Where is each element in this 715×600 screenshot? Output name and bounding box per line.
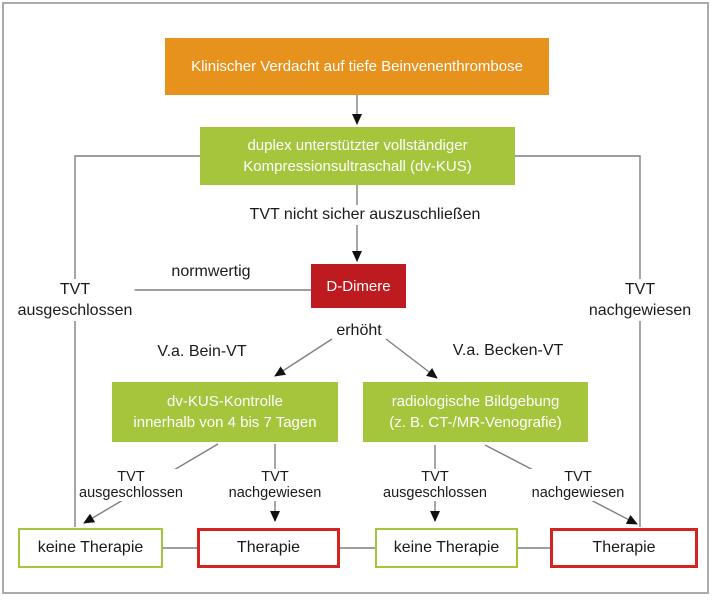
node-kus-control: dv-KUS-Kontrolle innerhalb von 4 bis 7 T… xyxy=(112,382,338,442)
label-outcome-2: TVT nachgewiesen xyxy=(226,469,324,501)
node-no-therapy-1: keine Therapie xyxy=(18,528,163,568)
label-tvt-confirmed-right: TVT nachgewiesen xyxy=(586,279,694,321)
node-duplex-line1: duplex unterstützter vollständiger xyxy=(247,137,468,154)
node-no-therapy-1-label: keine Therapie xyxy=(37,539,144,556)
node-therapy-1: Therapie xyxy=(197,528,340,568)
label-tvt-not-excludable: TVT nicht sicher auszuschließen xyxy=(247,205,483,225)
label-outcome-1-line2: ausgeschlossen xyxy=(79,485,183,501)
node-radiologic-line1: radiologische Bildgebung xyxy=(391,393,560,410)
label-outcome-1-line1: TVT xyxy=(117,469,145,485)
line-right-route xyxy=(515,155,641,527)
node-no-therapy-2-label: keine Therapie xyxy=(393,539,500,556)
node-therapy-1-label: Therapie xyxy=(236,539,301,556)
label-outcome-3: TVT ausgeschlossen xyxy=(381,469,489,501)
label-va-becken-vt: V.a. Becken-VT xyxy=(450,341,566,361)
node-d-dimer: D-Dimere xyxy=(311,264,406,308)
line-left-route xyxy=(74,155,200,527)
label-erhoeht: erhöht xyxy=(334,321,384,341)
node-radiologic-imaging: radiologische Bildgebung (z. B. CT-/MR-V… xyxy=(363,382,588,442)
node-radiologic-line2: (z. B. CT-/MR-Venografie) xyxy=(389,414,562,431)
label-outcome-4: TVT nachgewiesen xyxy=(529,469,627,501)
arrow-erhoeht-to-kus-kontrolle xyxy=(274,338,333,377)
label-outcome-3-line2: ausgeschlossen xyxy=(383,485,487,501)
label-outcome-2-line1: TVT xyxy=(261,469,289,485)
label-outcome-4-line1: TVT xyxy=(564,469,592,485)
node-kus-control-line1: dv-KUS-Kontrolle xyxy=(167,393,283,410)
node-therapy-2: Therapie xyxy=(550,528,698,568)
label-va-bein-vt: V.a. Bein-VT xyxy=(155,342,249,362)
node-duplex-line2: Kompressionsultraschall (dv-KUS) xyxy=(243,158,472,175)
label-tvt-excluded-left: TVT ausgeschlossen xyxy=(15,279,135,321)
node-kus-control-line2: innerhalb von 4 bis 7 Tagen xyxy=(133,414,317,431)
label-outcome-1: TVT ausgeschlossen xyxy=(77,469,185,501)
label-tvt-confirmed-right-line2: nachgewiesen xyxy=(588,302,692,319)
label-tvt-confirmed-right-line1: TVT xyxy=(624,281,656,298)
label-normwertig: normwertig xyxy=(169,262,253,282)
label-outcome-4-line2: nachgewiesen xyxy=(531,485,625,501)
node-clinical-suspicion: Klinischer Verdacht auf tiefe Beinvenent… xyxy=(165,38,549,95)
label-outcome-3-line1: TVT xyxy=(421,469,449,485)
node-duplex-ultrasound: duplex unterstützter vollständiger Kompr… xyxy=(200,127,515,185)
label-outcome-2-line2: nachgewiesen xyxy=(228,485,322,501)
node-no-therapy-2: keine Therapie xyxy=(375,528,518,568)
node-d-dimer-label: D-Dimere xyxy=(326,277,391,295)
node-therapy-2-label: Therapie xyxy=(592,539,656,556)
arrow-erhoeht-to-radiology xyxy=(385,338,438,379)
node-clinical-suspicion-label: Klinischer Verdacht auf tiefe Beinvenent… xyxy=(191,58,523,75)
label-tvt-excluded-left-line2: ausgeschlossen xyxy=(17,302,133,319)
label-tvt-excluded-left-line1: TVT xyxy=(59,281,91,298)
